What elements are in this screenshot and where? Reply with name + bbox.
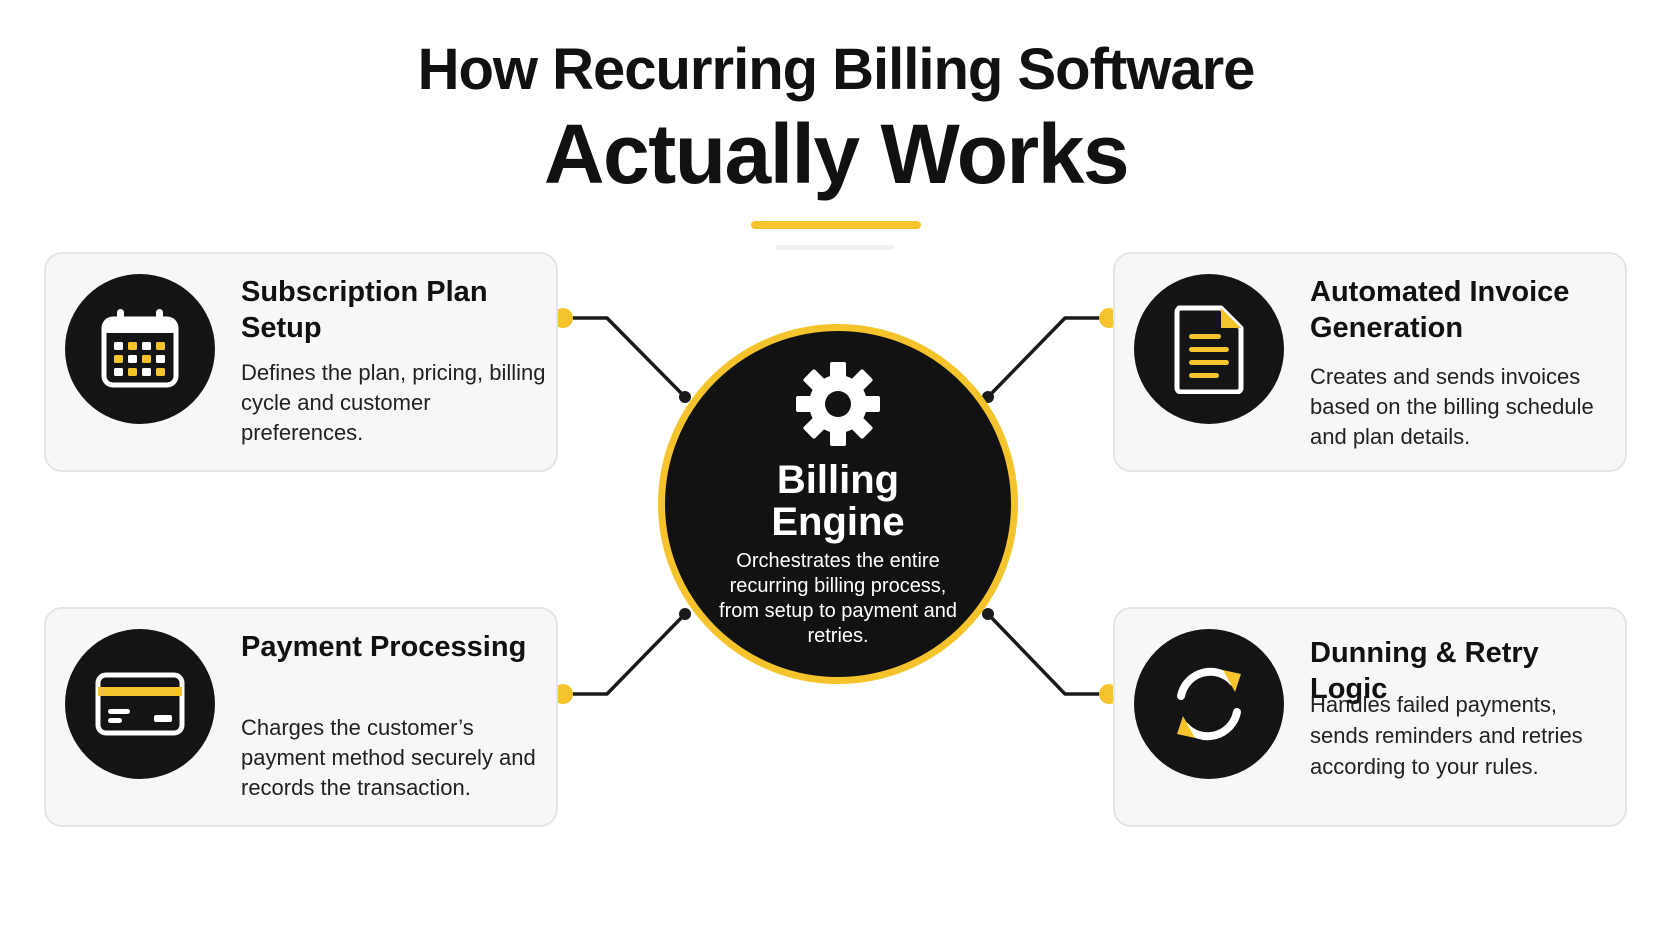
gear-icon: [796, 362, 880, 446]
connector-dot-bottom-left: [553, 684, 573, 704]
credit-card-icon: [65, 629, 215, 779]
billing-engine-description: Orchestrates the entire recurring billin…: [719, 550, 957, 647]
title-underline: [751, 221, 921, 229]
card-title: Automated Invoice Generation: [1310, 276, 1570, 344]
card-title: Dunning & Retry Logic: [1310, 637, 1539, 705]
billing-engine-title: Billing Engine: [771, 458, 905, 544]
card-description: Creates and sends invoices based on the …: [1310, 364, 1594, 449]
card-description: Defines the plan, pricing, billing cycle…: [241, 360, 546, 445]
card-title: Payment Processing: [241, 631, 527, 663]
retry-arrows-icon: [1134, 629, 1284, 779]
card-description: Charges the customer’s payment method se…: [241, 715, 536, 800]
calendar-icon: [65, 274, 215, 424]
title-underline-shadow: [776, 245, 894, 250]
card-subscription-plan-setup: Subscription Plan Setup Defines the plan…: [44, 252, 558, 472]
connector-top-right: [986, 316, 1111, 399]
connector-top-left: [561, 316, 687, 399]
connector-bottom-right: [986, 612, 1111, 696]
invoice-document-icon: [1134, 274, 1284, 424]
connector-end-bottom-left: [679, 608, 691, 620]
card-dunning-retry-logic: Dunning & Retry Logic Handles failed pay…: [1113, 607, 1627, 827]
card-title: Subscription Plan Setup: [241, 276, 488, 344]
connector-dot-top-left: [553, 308, 573, 328]
connector-end-bottom-right: [982, 608, 994, 620]
page-title-line-1: How Recurring Billing Software: [417, 37, 1256, 102]
card-description: Handles failed payments, sends reminders…: [1310, 692, 1583, 779]
connector-end-top-left: [679, 391, 691, 403]
card-automated-invoice-generation: Automated Invoice Generation Creates and…: [1113, 252, 1627, 472]
card-payment-processing: Payment Processing Charges the customer’…: [44, 607, 558, 827]
billing-engine-hub: Billing Engine Orchestrates the entire r…: [658, 324, 1018, 684]
page-title-line-2: Actually Works: [543, 107, 1130, 201]
connector-bottom-left: [561, 612, 687, 696]
